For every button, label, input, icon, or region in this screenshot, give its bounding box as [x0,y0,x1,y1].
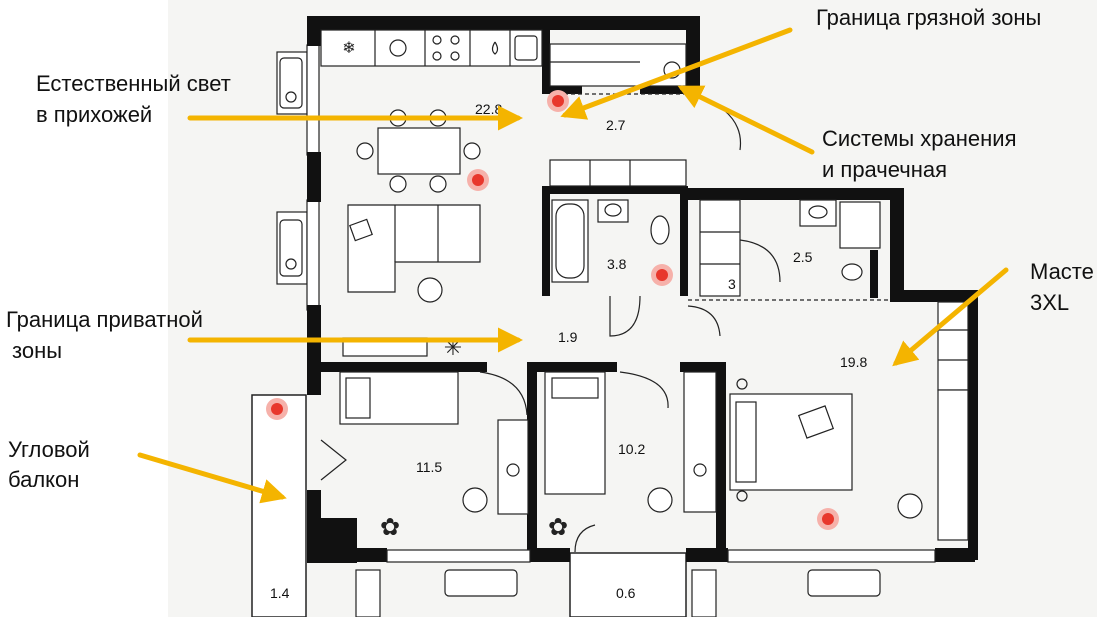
area-bedroom-1: 11.5 [416,459,442,475]
label-private-zone-1: Граница приватной [6,307,203,332]
left-window-strips [276,44,320,311]
label-natural-light-2: в прихожей [36,102,153,127]
area-bedroom-2: 10.2 [618,441,645,457]
arrow-storage [677,85,815,155]
master-bedroom-furniture [729,301,969,541]
svg-text:❄: ❄ [342,40,355,57]
label-natural-light-1: Естественный свет [36,71,231,96]
area-hall: 2.7 [606,117,626,133]
wardrobe-hall [549,159,687,187]
area-balcony-corner: 1.4 [270,585,290,601]
area-bath-2: 2.5 [793,249,813,265]
red-dot-markers [266,90,839,530]
arrow-master [892,267,1009,367]
dining-table [356,109,481,193]
label-corner-balcony-1: Угловой [8,437,90,462]
bottom-balcony [569,552,687,617]
label-private-zone-2: зоны [12,338,63,363]
bedroom-1-furniture: ✿ [339,371,529,541]
area-corridor-small: 3 [728,276,736,292]
corner-balcony [251,394,307,617]
label-dirty-zone: Граница грязной зоны [816,5,1042,30]
label-storage-2: и прачечная [822,157,948,182]
label-master-1: Масте [1030,259,1094,284]
area-master-bedroom: 19.8 [840,354,867,370]
arrow-corner-balcony [137,452,287,504]
area-corridor: 1.9 [558,329,578,345]
svg-text:✿: ✿ [380,514,400,541]
arrow-dirty-zone [560,27,793,120]
yellow-arrows [137,27,1009,504]
area-kitchen-living: 22.8 [475,101,502,117]
bedroom-2-furniture: ✿ [544,371,717,541]
sofa [347,204,481,303]
area-bath-1: 3.8 [607,256,627,272]
label-master-2: 3XL [1030,290,1070,315]
laundry-storage [549,43,688,95]
svg-text:✿: ✿ [548,514,568,541]
walls [307,16,978,563]
bottom-window-strips [355,549,936,617]
label-corner-balcony-2: балкон [8,467,80,492]
label-storage-1: Системы хранения [822,126,1017,151]
bathroom-1-fixtures [551,199,670,283]
kitchen-counter: ❄ [320,29,543,67]
bathroom-2-fixtures [688,199,890,301]
area-balcony-small: 0.6 [616,585,636,601]
